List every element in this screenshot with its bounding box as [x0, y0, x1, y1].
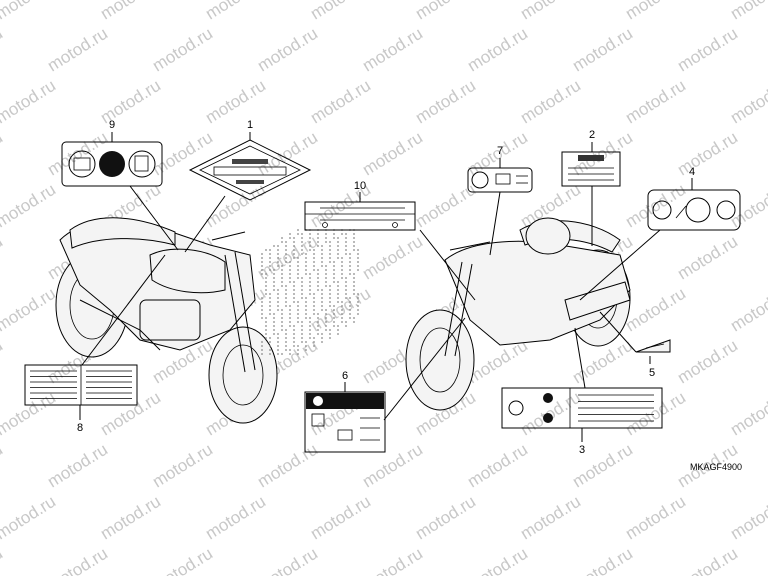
watermark-text: motod.ru [412, 76, 479, 128]
callout-3: 3 [579, 444, 585, 456]
watermark-text: motod.ru [727, 284, 768, 336]
watermark-text: motod.ru [254, 24, 321, 76]
watermark-text: motod.ru [97, 388, 164, 440]
watermark-text: motod.ru [0, 24, 6, 76]
watermark-text: motod.ru [517, 492, 584, 544]
watermark-text: motod.ru [359, 440, 426, 492]
label-item-8[interactable] [24, 364, 138, 406]
watermark-text: motod.ru [0, 180, 59, 232]
watermark-text: motod.ru [0, 284, 59, 336]
label-item-4[interactable] [647, 189, 741, 231]
watermark-text: motod.ru [97, 0, 164, 23]
watermark-text: motod.ru [727, 0, 768, 23]
watermark-text: motod.ru [254, 544, 321, 576]
watermark-text: motod.ru [97, 492, 164, 544]
watermark-text: motod.ru [359, 24, 426, 76]
watermark-text: motod.ru [44, 440, 111, 492]
label-item-5[interactable] [635, 339, 671, 353]
watermark-text: motod.ru [44, 544, 111, 576]
watermark-text: motod.ru [0, 544, 6, 576]
watermark-text: motod.ru [412, 0, 479, 23]
watermark-text: motod.ru [622, 0, 689, 23]
watermark-text: motod.ru [727, 76, 768, 128]
watermark-text: motod.ru [727, 180, 768, 232]
watermark-text: motod.ru [254, 232, 321, 284]
watermark-text: motod.ru [149, 544, 216, 576]
watermark-text: motod.ru [464, 24, 531, 76]
watermark-text: motod.ru [674, 544, 741, 576]
watermark-text: motod.ru [359, 544, 426, 576]
callout-10: 10 [354, 180, 366, 192]
watermark-text: motod.ru [307, 0, 374, 23]
watermark-text: motod.ru [149, 128, 216, 180]
watermark-text: motod.ru [149, 440, 216, 492]
watermark-text: motod.ru [517, 76, 584, 128]
callout-7: 7 [497, 145, 503, 157]
watermark-text: motod.ru [0, 388, 59, 440]
watermark-text: motod.ru [307, 284, 374, 336]
watermark-text: motod.ru [674, 128, 741, 180]
label-item-2[interactable] [561, 151, 621, 187]
watermark-text: motod.ru [517, 0, 584, 23]
watermark-text: motod.ru [674, 232, 741, 284]
watermark-text: motod.ru [0, 336, 6, 388]
watermark-text: motod.ru [149, 24, 216, 76]
callout-1: 1 [247, 119, 253, 131]
watermark-text: motod.ru [569, 24, 636, 76]
watermark-text: motod.ru [622, 492, 689, 544]
motorcycle-left-view [55, 217, 278, 424]
watermark-text: motod.ru [674, 24, 741, 76]
watermark-text: motod.ru [254, 128, 321, 180]
watermark-text: motod.ru [464, 544, 531, 576]
callout-4: 4 [689, 166, 695, 178]
watermark-text: motod.ru [622, 284, 689, 336]
watermark-text: motod.ru [307, 76, 374, 128]
watermark-text: motod.ru [202, 0, 269, 23]
watermark-text: motod.ru [622, 180, 689, 232]
watermark-text: motod.ru [569, 128, 636, 180]
watermark-text: motod.ru [254, 440, 321, 492]
watermark-text: motod.ru [0, 492, 59, 544]
callout-9: 9 [109, 119, 115, 131]
watermark-text: motod.ru [307, 492, 374, 544]
watermark-text: motod.ru [412, 492, 479, 544]
callout-6: 6 [342, 370, 348, 382]
watermark-text: motod.ru [44, 24, 111, 76]
watermark-text: motod.ru [412, 180, 479, 232]
callout-8: 8 [77, 422, 83, 434]
watermark-text: motod.ru [44, 128, 111, 180]
label-item-1[interactable] [188, 139, 312, 201]
watermark-text: motod.ru [0, 128, 6, 180]
watermark-text: motod.ru [674, 336, 741, 388]
motorcycle-right-view [405, 217, 631, 411]
watermark-text: motod.ru [622, 76, 689, 128]
label-item-9[interactable] [61, 141, 163, 187]
diagram-code: MKAGF4900 [690, 462, 742, 472]
watermark-text: motod.ru [359, 232, 426, 284]
watermark-text: motod.ru [464, 440, 531, 492]
label-item-10[interactable] [304, 201, 416, 231]
watermark-text: motod.ru [202, 492, 269, 544]
watermark-text: motod.ru [202, 76, 269, 128]
callout-2: 2 [589, 129, 595, 141]
watermark-text: motod.ru [0, 0, 59, 23]
watermark-text: motod.ru [622, 388, 689, 440]
callout-5: 5 [649, 367, 655, 379]
watermark-text: motod.ru [0, 440, 6, 492]
watermark-text: motod.ru [359, 128, 426, 180]
watermark-text: motod.ru [0, 76, 59, 128]
watermark-text: motod.ru [569, 544, 636, 576]
leader-lines [79, 132, 693, 442]
watermark-text: motod.ru [727, 388, 768, 440]
watermark-text: motod.ru [727, 492, 768, 544]
watermark-text: motod.ru [0, 232, 6, 284]
watermark-text: motod.ru [97, 76, 164, 128]
